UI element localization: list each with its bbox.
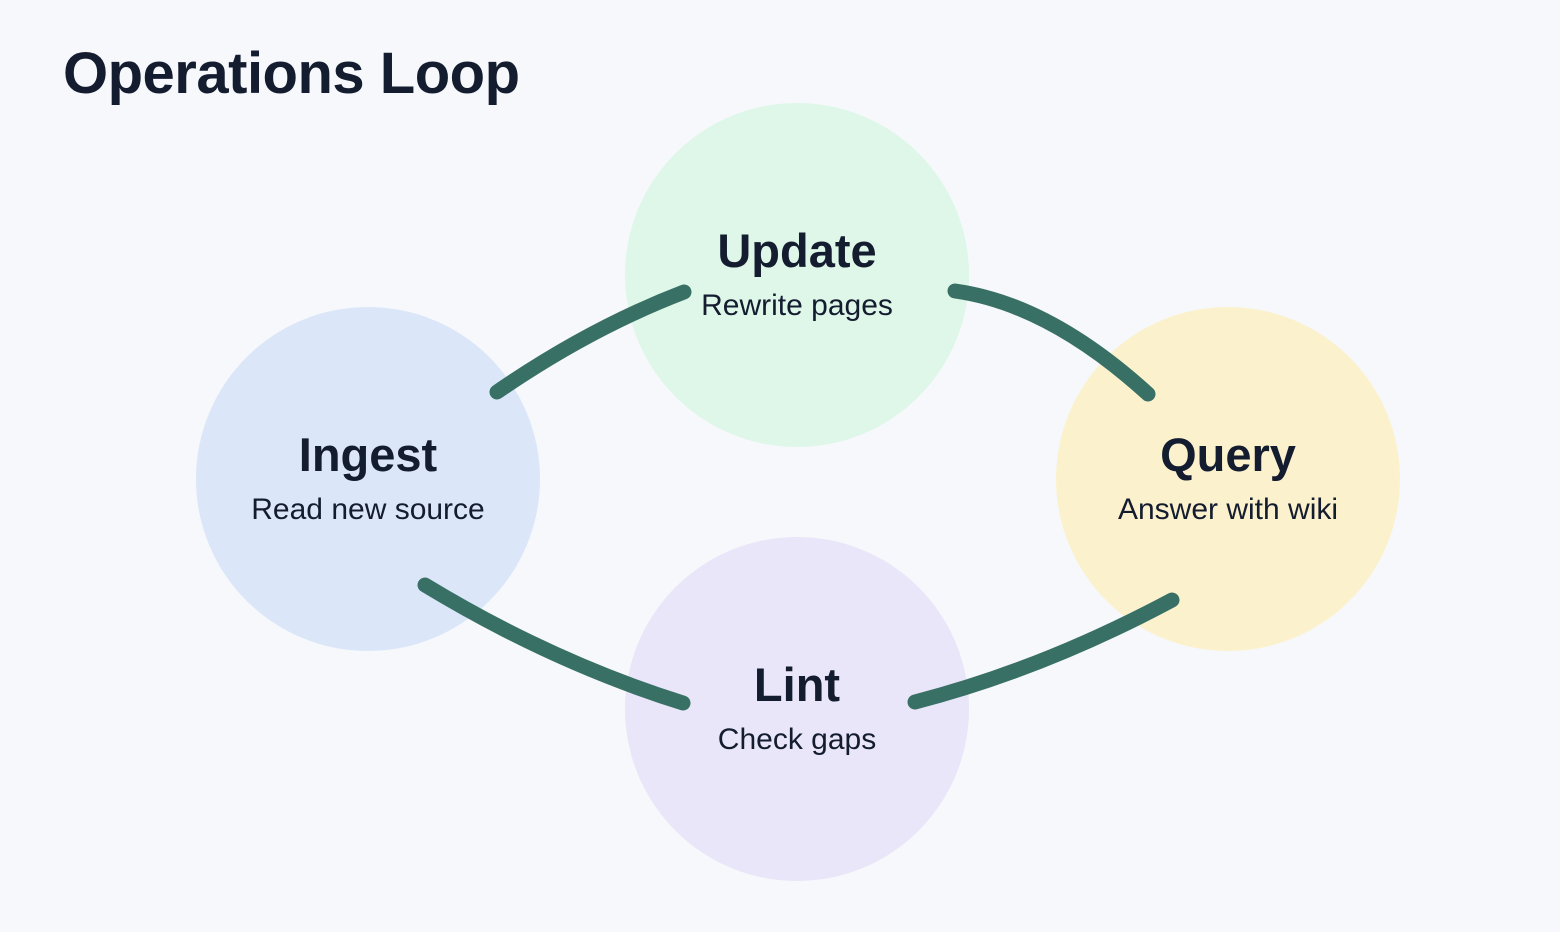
connector-update-to-query: [947, 283, 1156, 402]
update-node-label: Update: [717, 224, 877, 278]
ingest-node: Ingest Read new source: [251, 430, 484, 528]
query-node-sublabel: Answer with wiki: [1117, 493, 1339, 527]
query-node-label: Query: [1160, 428, 1296, 482]
page-title: Operations Loop: [63, 41, 520, 106]
connector-query-to-lint: [907, 592, 1180, 710]
connector-lint-to-ingest: [417, 577, 691, 711]
lint-node-label: Lint: [753, 658, 841, 712]
ingest-node-sublabel: Read new source: [251, 493, 485, 527]
ingest-node-label: Ingest: [298, 428, 438, 482]
update-node: Update Rewrite pages: [701, 226, 893, 324]
connector-ingest-to-update: [489, 284, 692, 400]
query-node: Query Answer with wiki: [1118, 430, 1338, 528]
lint-node-sublabel: Check gaps: [717, 723, 877, 757]
update-node-circle: [625, 103, 969, 447]
ingest-node-circle: [196, 307, 540, 651]
lint-node: Lint Check gaps: [718, 660, 876, 758]
lint-node-circle: [625, 537, 969, 881]
update-node-sublabel: Rewrite pages: [701, 289, 893, 323]
